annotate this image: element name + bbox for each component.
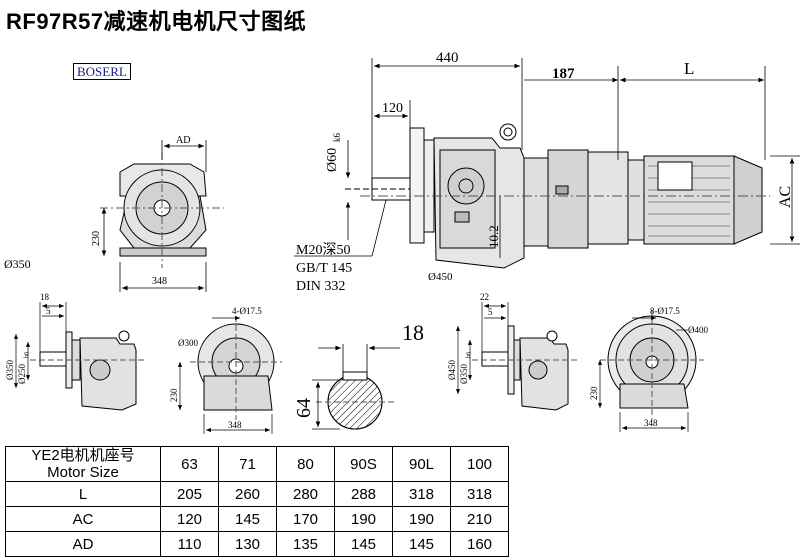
row-label: L [5,481,161,507]
v2-dim-300: Ø300 [178,338,198,348]
table-cell: 280 [276,481,335,507]
column-header: 90S [334,446,393,482]
column-header: 90L [392,446,451,482]
dim-120: 120 [382,101,403,116]
variant3-dims [455,302,509,394]
key-dim-18: 18 [402,320,424,345]
v4-dim-holes: 8-Ø17.5 [650,306,680,316]
dim-ad: AD [176,135,190,146]
dim-flange-450: Ø450 [428,271,453,283]
v2-dim-230: 230 [169,388,179,402]
v1-dim-18: 18 [40,292,50,302]
v2-dim-348: 348 [228,420,242,430]
technical-drawing: 440 187 L 120 Ø60 k6 10.2 AC M20深50 GB/T… [4,50,800,434]
dim-187: 187 [552,66,575,82]
v4-dim-400: Ø400 [688,325,708,335]
dim-10-2: 10.2 [486,225,501,248]
table-cell: 135 [276,531,335,557]
thread-spec-2: GB/T 145 [296,261,352,276]
v3-dim-5: 5 [488,307,493,317]
v4-dim-230: 230 [589,386,599,400]
row-label: AD [5,531,161,557]
header-label-cn: YE2电机机座号 [31,447,135,464]
table-cell: 145 [392,531,451,557]
table-header-cell: YE2电机机座号 Motor Size [5,446,161,482]
column-header: 63 [160,446,219,482]
v1-dim-350: Ø350 [5,360,15,380]
variant1-dims [13,302,67,388]
main-side-view [345,123,770,269]
variant1-side-view [30,330,146,411]
thread-spec-1: M20深50 [296,242,350,258]
table-cell: 145 [218,506,277,532]
page-title: RF97R57减速机电机尺寸图纸 [6,9,307,34]
keyway-section [316,371,394,430]
row-label: AC [5,506,161,532]
table-cell: 120 [160,506,219,532]
v3-dim-350-tol: h6 [466,352,472,358]
v4-dim-348: 348 [644,418,658,428]
dim-ac: AC [777,186,794,208]
dim-230-front: 230 [91,231,102,246]
brand-logo: BOSERL [73,63,131,80]
dim-shaft-tol: k6 [332,133,342,143]
v2-dim-holes: 4-Ø17.5 [232,306,262,316]
front-view [100,152,224,268]
table-cell: 190 [334,506,393,532]
variant4-front-view [600,310,704,420]
v1-dim-250: Ø250 [17,364,27,384]
variant4-dims [597,315,689,432]
table-cell: 130 [218,531,277,557]
key-dim-64: 64 [293,398,315,418]
v1-dim-5: 5 [46,306,51,316]
dim-440: 440 [436,50,459,66]
table-cell: 288 [334,481,393,507]
header-label-en: Motor Size [47,464,119,481]
table-cell: 190 [392,506,451,532]
table-cell: 205 [160,481,219,507]
thread-spec-3: DIN 332 [296,279,345,294]
v3-dim-450: Ø450 [447,360,457,380]
table-cell: 318 [450,481,509,507]
table-row: L 205 260 280 288 318 318 [5,481,509,507]
table-cell: 110 [160,531,219,557]
dim-350-front: Ø350 [4,257,31,271]
v3-dim-22: 22 [480,292,489,302]
v1-dim-250-tol: h6 [24,352,30,358]
table-cell: 170 [276,506,335,532]
column-header: 71 [218,446,277,482]
front-view-dims [101,140,207,292]
table-row: AC 120 145 170 190 190 210 [5,506,509,532]
dim-shaft-dia: Ø60 [325,148,340,172]
column-header: 100 [450,446,509,482]
v3-dim-350: Ø350 [459,364,469,384]
table-cell: 160 [450,531,509,557]
keyway-dims [312,344,400,430]
variant2-dims [177,315,273,434]
table-cell: 260 [218,481,277,507]
dim-348-front: 348 [152,276,167,287]
table-header-row: YE2电机机座号 Motor Size 63 71 80 90S 90L 100 [5,446,509,482]
main-dimension-lines [294,58,800,258]
variant3-side-view [472,325,578,411]
table-cell: 210 [450,506,509,532]
motor-size-table: YE2电机机座号 Motor Size 63 71 80 90S 90L 100… [5,446,509,557]
dim-l: L [684,59,694,78]
table-cell: 145 [334,531,393,557]
table-cell: 318 [392,481,451,507]
table-row: AD 110 130 135 145 145 160 [5,531,509,557]
variant2-front-view [190,316,282,420]
column-header: 80 [276,446,335,482]
